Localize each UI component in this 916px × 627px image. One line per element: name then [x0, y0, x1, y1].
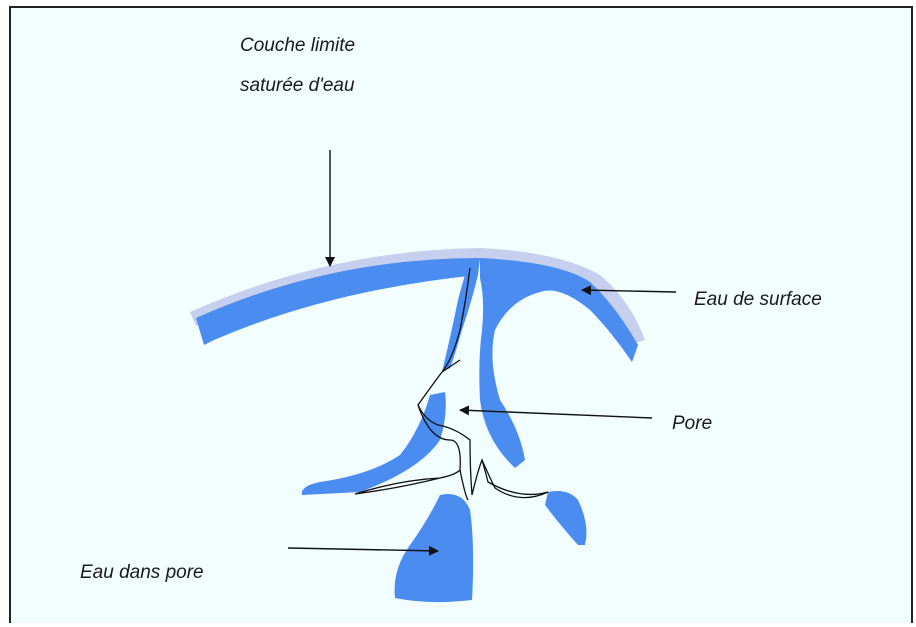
pore-water-lobe-right	[545, 491, 586, 545]
pore-label: Pore	[672, 414, 712, 433]
pore-water-blob	[395, 494, 474, 602]
boundary-layer-label-line1: Couche limite	[240, 36, 355, 55]
surface-water-label: Eau de surface	[694, 290, 822, 309]
pore-water-label: Eau dans pore	[80, 563, 204, 582]
boundary-layer-label-line2: saturée d'eau	[240, 76, 355, 95]
grain-left-branch	[442, 275, 478, 372]
